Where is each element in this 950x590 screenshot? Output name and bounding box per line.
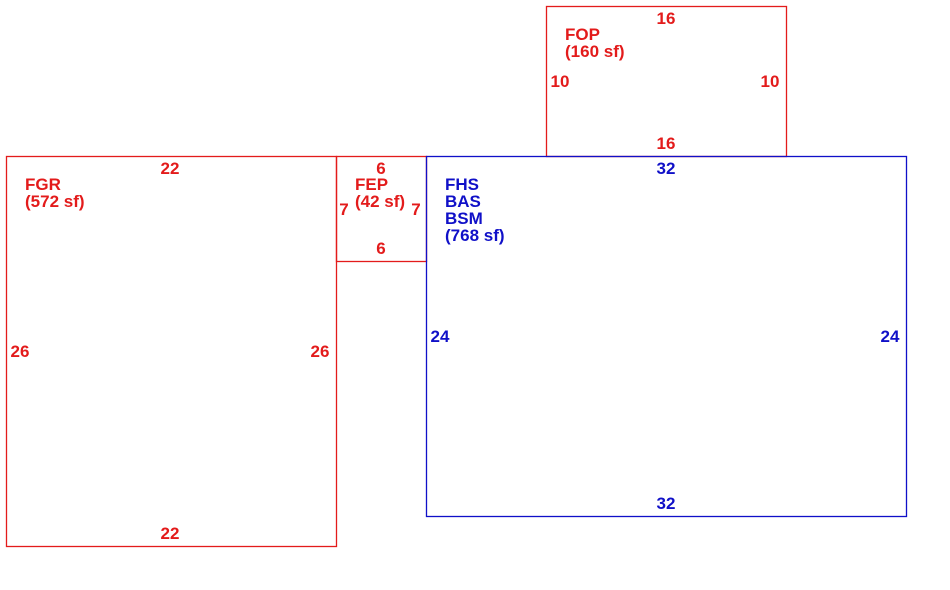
area-main-dim-bottom: 32 [657, 494, 676, 513]
area-main-code-bsm: BSM [445, 209, 483, 228]
area-fep-dim-left: 7 [339, 200, 348, 219]
area-fop-dim-bottom: 16 [657, 134, 676, 153]
area-fgr-outline [5, 155, 338, 548]
area-fgr: FGR (572 sf) 22 22 26 26 [5, 155, 338, 548]
area-fgr-dim-top: 22 [161, 159, 180, 178]
area-fep-dim-top: 6 [376, 159, 385, 178]
area-fep-dim-bottom: 6 [376, 239, 385, 258]
area-fgr-code: FGR [25, 175, 61, 194]
area-main-code-bas: BAS [445, 192, 481, 211]
area-fep-dim-right: 7 [411, 200, 420, 219]
area-fop-dim-right: 10 [761, 72, 780, 91]
area-main-dim-left: 24 [431, 327, 450, 346]
area-fgr-dim-left: 26 [11, 342, 30, 361]
area-fop: FOP (160 sf) 16 16 10 10 [545, 5, 788, 158]
area-fop-dim-left: 10 [551, 72, 570, 91]
area-fep: FEP (42 sf) 6 6 7 7 [335, 155, 428, 263]
area-fep-size: (42 sf) [355, 192, 405, 211]
area-fgr-dim-bottom: 22 [161, 524, 180, 543]
area-fep-code: FEP [355, 175, 388, 194]
area-main-outline [425, 155, 908, 518]
area-fop-code: FOP [565, 25, 600, 44]
area-main-dim-right: 24 [881, 327, 900, 346]
area-fgr-size: (572 sf) [25, 192, 85, 211]
area-fgr-dim-right: 26 [311, 342, 330, 361]
area-fop-dim-top: 16 [657, 9, 676, 28]
area-main-size: (768 sf) [445, 226, 505, 245]
area-main: FHS BAS BSM (768 sf) 32 32 24 24 [425, 155, 908, 518]
area-main-dim-top: 32 [657, 159, 676, 178]
area-fop-size: (160 sf) [565, 42, 625, 61]
area-main-code-fhs: FHS [445, 175, 479, 194]
